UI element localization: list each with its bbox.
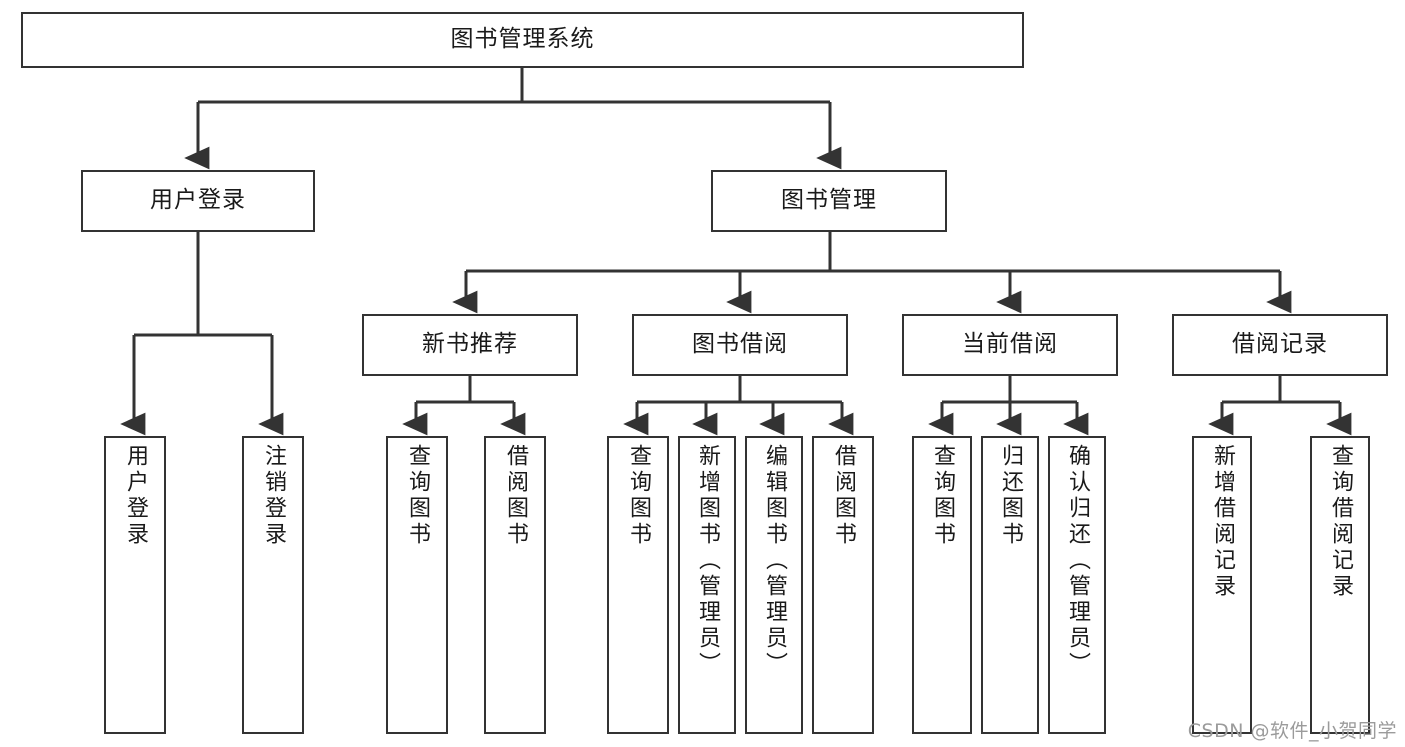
edge-book-manage-to-level3 — [452, 232, 1292, 314]
node-label: 查询图书 — [626, 444, 651, 548]
node-borrow-record[interactable]: 借阅记录 — [1172, 314, 1388, 376]
node-leaf-query-borrow-record[interactable]: 查询借阅记录 — [1310, 436, 1370, 734]
node-label: 查询图书 — [405, 444, 430, 548]
node-label: 归还图书 — [998, 444, 1023, 548]
node-label: 新增借阅记录 — [1210, 444, 1235, 600]
node-label: 新增图书（管理员） — [695, 444, 720, 678]
node-label: 图书管理系统 — [450, 26, 595, 53]
node-label: 当前借阅 — [962, 331, 1058, 358]
node-label: 借阅图书 — [831, 444, 856, 548]
node-leaf-return-book[interactable]: 归还图书 — [981, 436, 1039, 734]
node-current-borrow[interactable]: 当前借阅 — [902, 314, 1118, 376]
node-leaf-confirm-return-admin[interactable]: 确认归还（管理员） — [1048, 436, 1106, 734]
node-leaf-query-book-current[interactable]: 查询图书 — [912, 436, 972, 734]
node-leaf-edit-book-admin[interactable]: 编辑图书（管理员） — [745, 436, 803, 734]
node-leaf-borrow-book-rec[interactable]: 借阅图书 — [484, 436, 546, 734]
edge-user-login-to-leaves — [120, 232, 284, 436]
edge-book-borrow-to-leaves — [623, 376, 854, 436]
node-label: 借阅图书 — [503, 444, 528, 548]
node-label: 编辑图书（管理员） — [762, 444, 787, 678]
csdn-watermark: CSDN @软件_小贺同学 — [1187, 720, 1397, 742]
node-label: 借阅记录 — [1232, 331, 1328, 358]
node-label: 新书推荐 — [422, 331, 518, 358]
node-label: 用户登录 — [150, 187, 246, 214]
edge-new-book-rec-to-leaves — [402, 376, 526, 436]
node-label: 注销登录 — [261, 444, 286, 548]
edge-borrow-record-to-leaves — [1208, 376, 1352, 436]
node-label: 图书管理 — [781, 187, 877, 214]
node-label: 查询图书 — [930, 444, 955, 548]
node-book-borrow[interactable]: 图书借阅 — [632, 314, 848, 376]
edge-current-borrow-to-leaves — [928, 376, 1089, 436]
node-book-management[interactable]: 图书管理 — [711, 170, 947, 232]
node-user-login[interactable]: 用户登录 — [81, 170, 315, 232]
node-label: 图书借阅 — [692, 331, 788, 358]
node-leaf-query-book-borrow[interactable]: 查询图书 — [607, 436, 669, 734]
node-leaf-query-book-rec[interactable]: 查询图书 — [386, 436, 448, 734]
node-leaf-add-book-admin[interactable]: 新增图书（管理员） — [678, 436, 736, 734]
node-leaf-logout[interactable]: 注销登录 — [242, 436, 304, 734]
node-label: 查询借阅记录 — [1328, 444, 1353, 600]
node-leaf-borrow-book[interactable]: 借阅图书 — [812, 436, 874, 734]
node-new-book-recommendation[interactable]: 新书推荐 — [362, 314, 578, 376]
node-label: 用户登录 — [123, 444, 148, 548]
node-leaf-user-login[interactable]: 用户登录 — [104, 436, 166, 734]
edge-root-to-level2 — [184, 68, 842, 170]
node-leaf-add-borrow-record[interactable]: 新增借阅记录 — [1192, 436, 1252, 734]
node-root-book-management-system[interactable]: 图书管理系统 — [21, 12, 1024, 68]
node-label: 确认归还（管理员） — [1065, 444, 1090, 678]
